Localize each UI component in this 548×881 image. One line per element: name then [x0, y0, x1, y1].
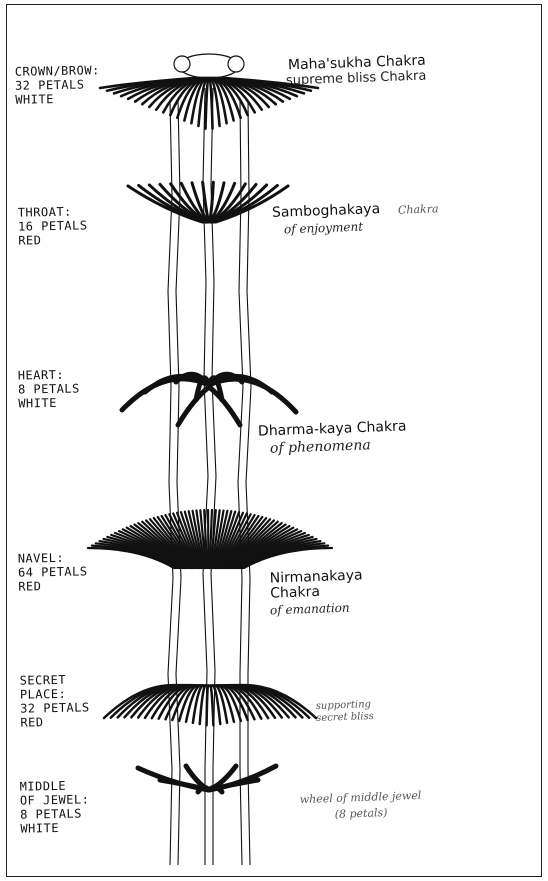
- navel-wheel: [88, 510, 332, 568]
- navel-label: NAVEL: 64 PETALS RED: [18, 550, 88, 593]
- throat-wheel: [128, 182, 288, 222]
- heart-wheel: [122, 374, 296, 425]
- petal: [205, 78, 208, 129]
- middle-of-jewel-label: MIDDLE OF JEWEL: 8 PETALS WHITE: [20, 778, 90, 835]
- throat-chakra-name-pencil: Chakra: [398, 202, 439, 216]
- petal: [210, 685, 214, 725]
- channel-line: [246, 100, 251, 865]
- petal: [209, 766, 276, 790]
- navel-chakra-meaning: of emanation: [270, 601, 350, 618]
- secret-place-wheel: [104, 685, 316, 725]
- secret-place-meaning: supporting secret bliss: [316, 699, 374, 725]
- petal: [209, 78, 212, 129]
- middle-of-jewel-meaning: wheel of middle jewel (8 petals): [299, 788, 422, 824]
- throat-label: THROAT: 16 PETALS RED: [18, 204, 88, 247]
- crown-label: CROWN/BROW: 32 PETALS WHITE: [15, 63, 101, 106]
- heart-label: HEART: 8 PETALS WHITE: [18, 367, 81, 410]
- crown-bulb: [174, 54, 244, 78]
- secret-place-label: SECRET PLACE: 32 PETALS RED: [20, 672, 90, 729]
- channel-line: [168, 100, 173, 865]
- throat-chakra-meaning: of enjoyment: [284, 220, 364, 237]
- middle-of-jewel-wheel: [138, 766, 276, 792]
- petal: [178, 387, 209, 425]
- petal: [207, 685, 209, 725]
- navel-chakra-name: Nirmanakaya Chakra: [270, 568, 364, 601]
